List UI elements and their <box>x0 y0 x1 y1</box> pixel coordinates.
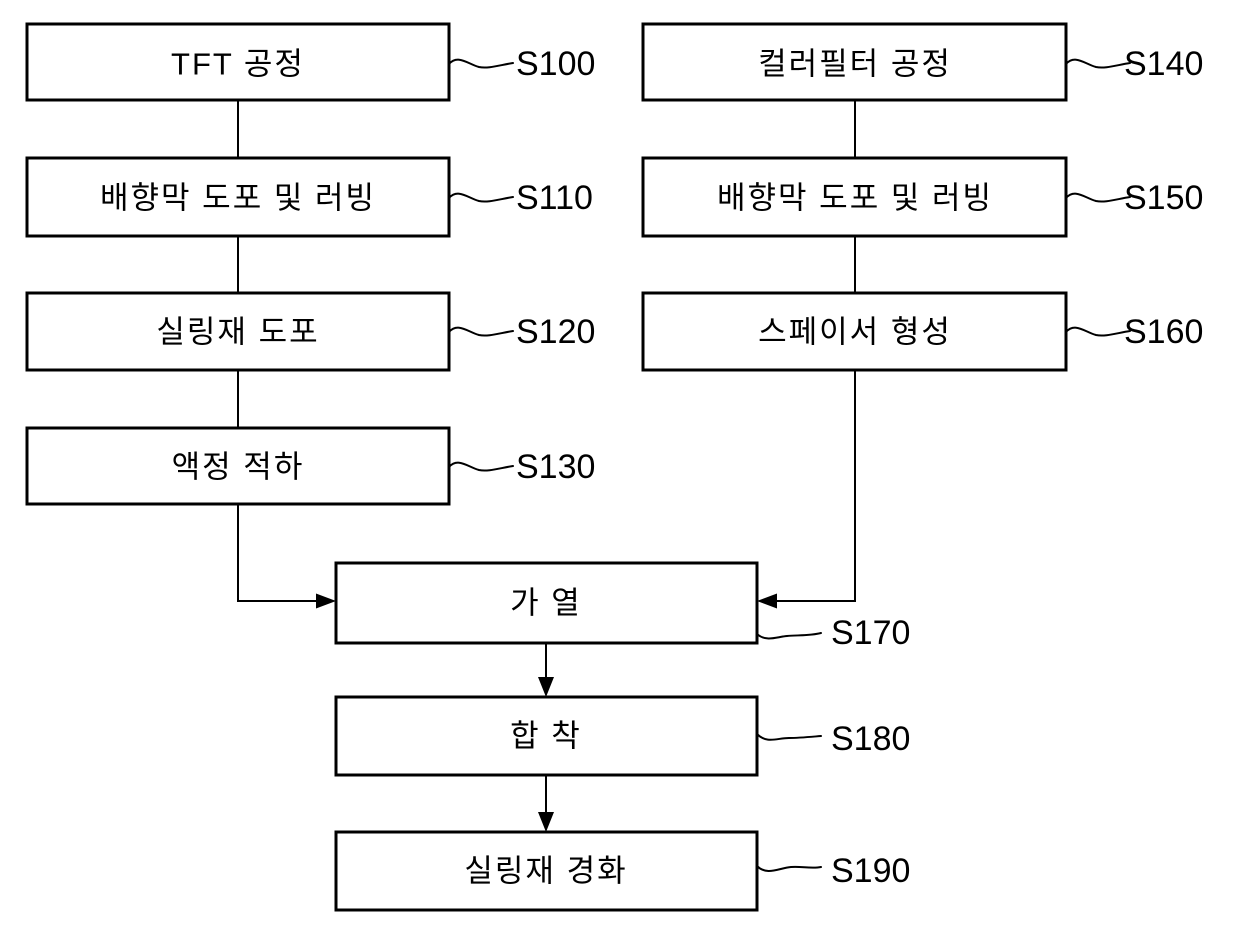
process-node-s180: 합 착 S180 <box>334 695 910 777</box>
process-node-s110: 배향막 도포 및 러빙 S110 <box>25 156 593 238</box>
process-node-s140: 컬러필터 공정 S140 <box>641 22 1203 102</box>
process-box-label: 합 착 <box>510 719 582 754</box>
process-box-label: 실링재 도포 <box>156 315 319 350</box>
process-node-s100: TFT 공정 S100 <box>25 22 595 102</box>
step-label: S100 <box>516 45 595 83</box>
process-box-label: 가 열 <box>510 586 582 621</box>
arrowhead-down <box>538 812 554 832</box>
process-box <box>334 695 759 777</box>
reference-squiggle <box>1065 192 1131 203</box>
reference-squiggle <box>756 865 822 872</box>
process-box-label: TFT 공정 <box>171 47 305 82</box>
process-box <box>25 291 451 372</box>
reference-squiggle <box>756 632 822 640</box>
step-label: S130 <box>516 448 595 486</box>
connector-elbow-right-to-merge <box>776 370 856 602</box>
step-label: S110 <box>516 179 593 217</box>
process-box <box>334 561 759 645</box>
process-box-label: 배향막 도포 및 러빙 <box>717 181 993 216</box>
step-label: S140 <box>1124 45 1203 83</box>
process-box <box>25 22 451 102</box>
reference-squiggle <box>448 192 514 203</box>
process-box <box>25 426 451 506</box>
reference-squiggle <box>756 733 822 741</box>
process-box-label: 스페이서 형성 <box>758 315 952 350</box>
arrowhead-left <box>757 593 777 609</box>
process-node-s170: 가 열 S170 <box>334 561 910 652</box>
process-node-s160: 스페이서 형성 S160 <box>641 291 1203 372</box>
process-node-s120: 실링재 도포 S120 <box>25 291 595 372</box>
reference-squiggle <box>448 58 514 69</box>
process-box-label: 배향막 도포 및 러빙 <box>100 181 376 216</box>
process-node-s190: 실링재 경화 S190 <box>334 830 910 912</box>
process-node-s130: 액정 적하 S130 <box>25 426 595 506</box>
process-box <box>641 156 1068 238</box>
step-label: S190 <box>831 852 910 890</box>
process-box-label: 액정 적하 <box>172 450 305 485</box>
process-box <box>25 156 451 238</box>
process-node-s150: 배향막 도포 및 러빙 S150 <box>641 156 1203 238</box>
connector-elbow-left-to-merge <box>237 504 317 602</box>
arrowhead-down <box>538 677 554 697</box>
reference-squiggle <box>448 326 514 337</box>
step-label: S120 <box>516 313 595 351</box>
process-box-label: 실링재 경화 <box>464 854 627 889</box>
reference-squiggle <box>1065 326 1131 337</box>
process-box <box>641 22 1068 102</box>
step-label: S180 <box>831 720 910 758</box>
reference-squiggle <box>448 461 514 472</box>
process-box-label: 컬러필터 공정 <box>758 47 952 82</box>
arrowhead-right <box>316 593 336 609</box>
reference-squiggle <box>1065 58 1131 69</box>
step-label: S150 <box>1124 179 1203 217</box>
step-label: S170 <box>831 614 910 652</box>
process-box <box>334 830 759 912</box>
step-label: S160 <box>1124 313 1203 351</box>
